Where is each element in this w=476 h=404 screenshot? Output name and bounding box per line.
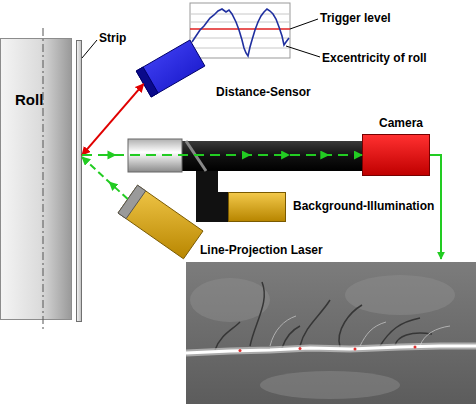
illumination-box: Background-Illumination — [228, 192, 286, 222]
image-strands — [270, 316, 450, 346]
node-label: Distance-Sensor — [216, 85, 311, 99]
node-label: Camera — [379, 116, 423, 130]
chart-grid — [190, 14, 290, 48]
detected-points — [239, 346, 417, 353]
callout-label: Excentricity of roll — [322, 51, 427, 65]
housing-shape — [136, 67, 158, 97]
beam-splitter — [186, 141, 206, 171]
camera-tube — [180, 141, 362, 171]
metal-strip: Strip — [76, 40, 82, 322]
leader-line — [82, 40, 97, 58]
roll-cylinder: Roll — [0, 38, 72, 320]
laser-line-glow — [186, 346, 476, 353]
node-label: Background-Illumination — [293, 199, 434, 213]
chart-frame — [190, 3, 290, 58]
trigger-line — [190, 28, 290, 30]
housing-shape — [136, 40, 205, 97]
camera-box: Camera — [362, 134, 430, 176]
node-label: Line-Projection Laser — [200, 243, 323, 257]
illumination-elbow — [196, 171, 218, 222]
image-texture — [190, 275, 455, 399]
roll-axis — [43, 28, 44, 332]
eccentricity-curve — [192, 9, 289, 56]
leader-line — [290, 19, 318, 29]
light-path — [82, 157, 128, 199]
light-path — [82, 84, 144, 155]
callout-label: Trigger level — [320, 11, 391, 25]
laser-line — [186, 346, 476, 353]
node-label: Roll — [15, 93, 43, 107]
node-label: Strip — [99, 31, 126, 45]
laser-projector: Line-Projection Laser — [118, 185, 203, 259]
housing-shape — [118, 185, 146, 219]
image-strands — [215, 282, 432, 350]
distance-sensor: Distance-Sensor — [136, 40, 205, 97]
housing-shape — [118, 185, 203, 259]
illumination-elbow — [196, 192, 230, 222]
light-path — [82, 154, 362, 156]
objective-lens — [128, 139, 182, 172]
laser-projector-outline — [118, 185, 203, 259]
distance-sensor-outline — [136, 40, 205, 97]
camera-image — [186, 262, 476, 404]
leader-line — [286, 46, 320, 57]
